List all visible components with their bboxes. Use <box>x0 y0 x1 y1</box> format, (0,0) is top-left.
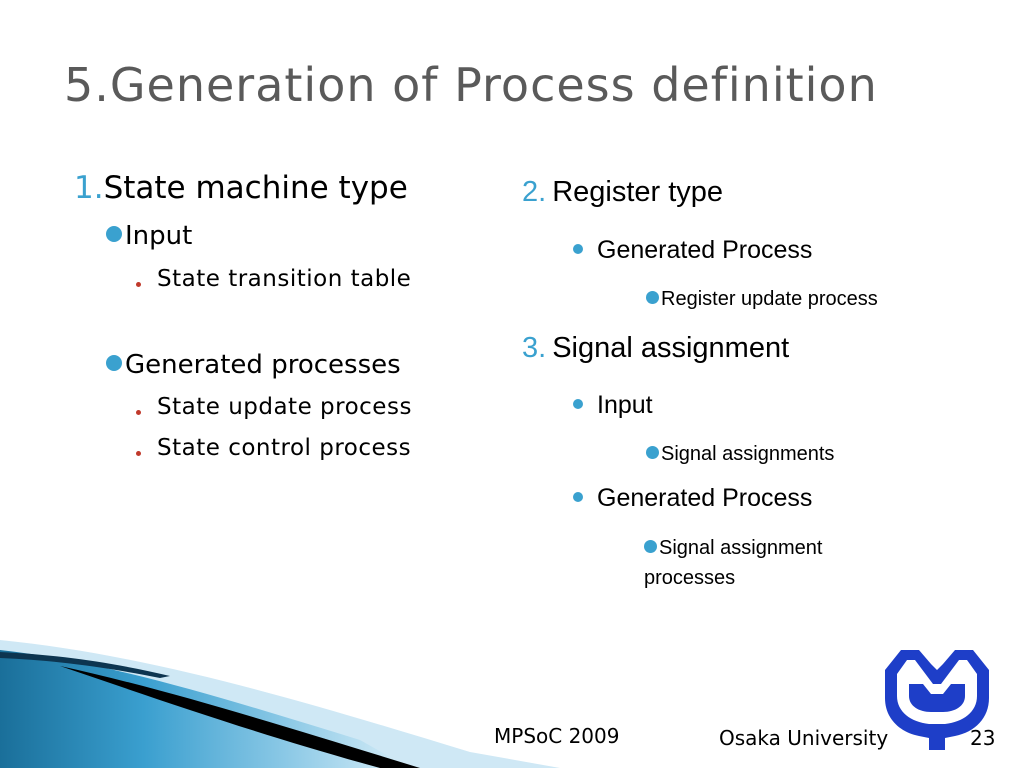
signal-input-item: Signal assignments <box>646 439 966 469</box>
left-generated-label: Generated processes <box>106 350 401 380</box>
signal-input-label: Input <box>573 391 653 420</box>
osaka-university-logo-icon <box>885 650 989 750</box>
left-heading-text: State machine type <box>103 170 408 206</box>
left-input-item: State transition table <box>157 266 412 292</box>
left-generated-item-1: State update process <box>157 394 412 420</box>
left-heading: 1.State machine type <box>74 170 408 206</box>
bullet-icon <box>646 446 659 459</box>
left-generated-item-2: State control process <box>157 435 412 461</box>
small-bullet-icon <box>136 451 141 456</box>
bullet-icon <box>573 399 583 409</box>
signal-number: 3. <box>522 332 547 364</box>
bullet-icon <box>644 540 657 553</box>
bullet-icon <box>106 226 122 242</box>
register-number: 2. <box>522 176 547 208</box>
footer-conference: MPSoC 2009 <box>494 724 620 748</box>
footer-page-number: 23 <box>970 726 996 750</box>
bullet-icon <box>573 244 583 254</box>
slide-title: 5.Generation of Process definition <box>64 58 878 112</box>
small-bullet-icon <box>136 282 141 287</box>
bullet-icon <box>106 355 122 371</box>
signal-heading: 3.Signal assignment <box>522 332 790 364</box>
register-heading: 2.Register type <box>522 176 724 208</box>
bullet-icon <box>646 291 659 304</box>
bullet-icon <box>573 492 583 502</box>
signal-generated-label: Generated Process <box>573 484 812 513</box>
left-heading-number: 1. <box>74 170 104 206</box>
footer-university: Osaka University <box>719 726 889 750</box>
signal-generated-item: Signal assignment processes <box>644 537 823 589</box>
register-item: Register update process <box>646 284 966 314</box>
left-input-label: Input <box>106 221 192 251</box>
register-generated-label: Generated Process <box>573 236 812 265</box>
small-bullet-icon <box>136 410 141 415</box>
